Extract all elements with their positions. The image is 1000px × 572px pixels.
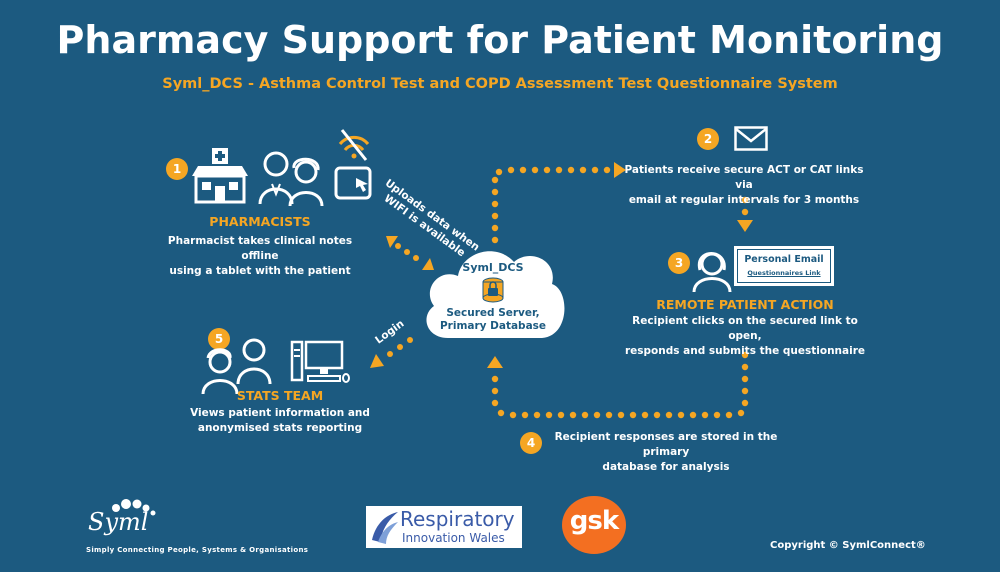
dotted-path-bottom — [491, 351, 749, 419]
step-2-line2: email at regular intervals for 3 months — [628, 194, 860, 206]
step-1-badge: 1 — [166, 158, 188, 180]
step-3-description: Recipient clicks on the secured link to … — [622, 314, 868, 359]
step-4-description: Recipient responses are stored in the pr… — [546, 430, 786, 475]
tablet-no-wifi-icon — [334, 129, 372, 200]
step-1-heading: PHARMACISTS — [209, 214, 311, 229]
dotted-path-login — [387, 337, 413, 357]
gsk-logo-text: gsk — [569, 506, 619, 536]
page-subtitle: Syml_DCS - Asthma Control Test and COPD … — [162, 76, 838, 92]
email-card-title: Personal Email — [744, 254, 824, 265]
syml-logo: Syml — [88, 508, 149, 536]
step-3-badge: 3 — [668, 252, 690, 274]
server-line1: Secured Server, — [446, 307, 540, 319]
computer-workstation-icon — [290, 340, 350, 383]
dotted-path-top — [491, 166, 611, 244]
riw-line2: Innovation Wales — [402, 531, 505, 545]
step-3-line1: Recipient clicks on the secured link to … — [632, 315, 858, 342]
arrow-down-icon — [737, 220, 753, 232]
step-4-line1: Recipient responses are stored in the pr… — [554, 431, 778, 458]
email-card — [734, 246, 834, 286]
server-line2: Primary Database — [439, 320, 547, 332]
arrow-downleft-icon — [370, 354, 384, 368]
step-1-line2: using a tablet with the patient — [169, 265, 351, 277]
no-wifi-icon — [338, 129, 370, 161]
step-5-heading: STATS TEAM — [236, 388, 324, 403]
step-5-badge: 5 — [208, 328, 230, 350]
stats-team-people-icon — [201, 338, 272, 395]
step-2-badge: 2 — [697, 128, 719, 150]
dotted-path-upload — [395, 243, 419, 261]
step-2-description: Patients receive secure ACT or CAT links… — [624, 163, 864, 208]
step-1-line1: Pharmacist takes clinical notes offline — [167, 235, 353, 262]
step-2-line1: Patients receive secure ACT or CAT links… — [624, 164, 864, 191]
database-lock-icon — [482, 277, 504, 303]
pharmacy-building-icon — [192, 148, 248, 204]
questionnaires-link[interactable]: Questionnaires Link — [747, 269, 821, 277]
page-title: Pharmacy Support for Patient Monitoring — [56, 18, 944, 62]
email-envelope-icon — [734, 126, 768, 151]
arrow-upleft-icon — [386, 236, 398, 248]
email-card-inner — [737, 249, 831, 283]
dotted-path-2-to-3 — [741, 196, 749, 216]
riw-line1: Respiratory — [400, 507, 515, 531]
pharmacist-patient-icon — [258, 151, 324, 207]
arrow-downright-icon — [422, 258, 434, 270]
step-3-heading: REMOTE PATIENT ACTION — [656, 297, 834, 312]
riw-logo-mark-icon — [372, 512, 398, 544]
step-5-line1: Views patient information and — [190, 407, 370, 419]
patient-woman-icon — [692, 252, 732, 293]
step-1-description: Pharmacist takes clinical notes offline … — [150, 234, 370, 279]
copyright: Copyright © SymlConnect® — [770, 540, 926, 551]
arrow-up-icon — [487, 356, 503, 368]
gsk-logo-circle — [562, 496, 626, 554]
server-description: Secured Server, Primary Database — [438, 307, 548, 333]
step-3-line2: responds and submits the questionnaire — [624, 345, 865, 357]
syml-tagline: Simply Connecting People, Systems & Orga… — [86, 546, 309, 554]
server-name: Syml_DCS — [462, 261, 524, 274]
step-4-line2: database for analysis — [602, 461, 730, 473]
step-5-line2: anonymised stats reporting — [197, 422, 363, 434]
arrow-right-icon — [614, 162, 626, 178]
cloud-server-icon — [426, 251, 565, 338]
step-5-description: Views patient information and anonymised… — [170, 406, 390, 436]
syml-logo-dots-icon — [112, 499, 156, 516]
step-4-badge: 4 — [520, 432, 542, 454]
